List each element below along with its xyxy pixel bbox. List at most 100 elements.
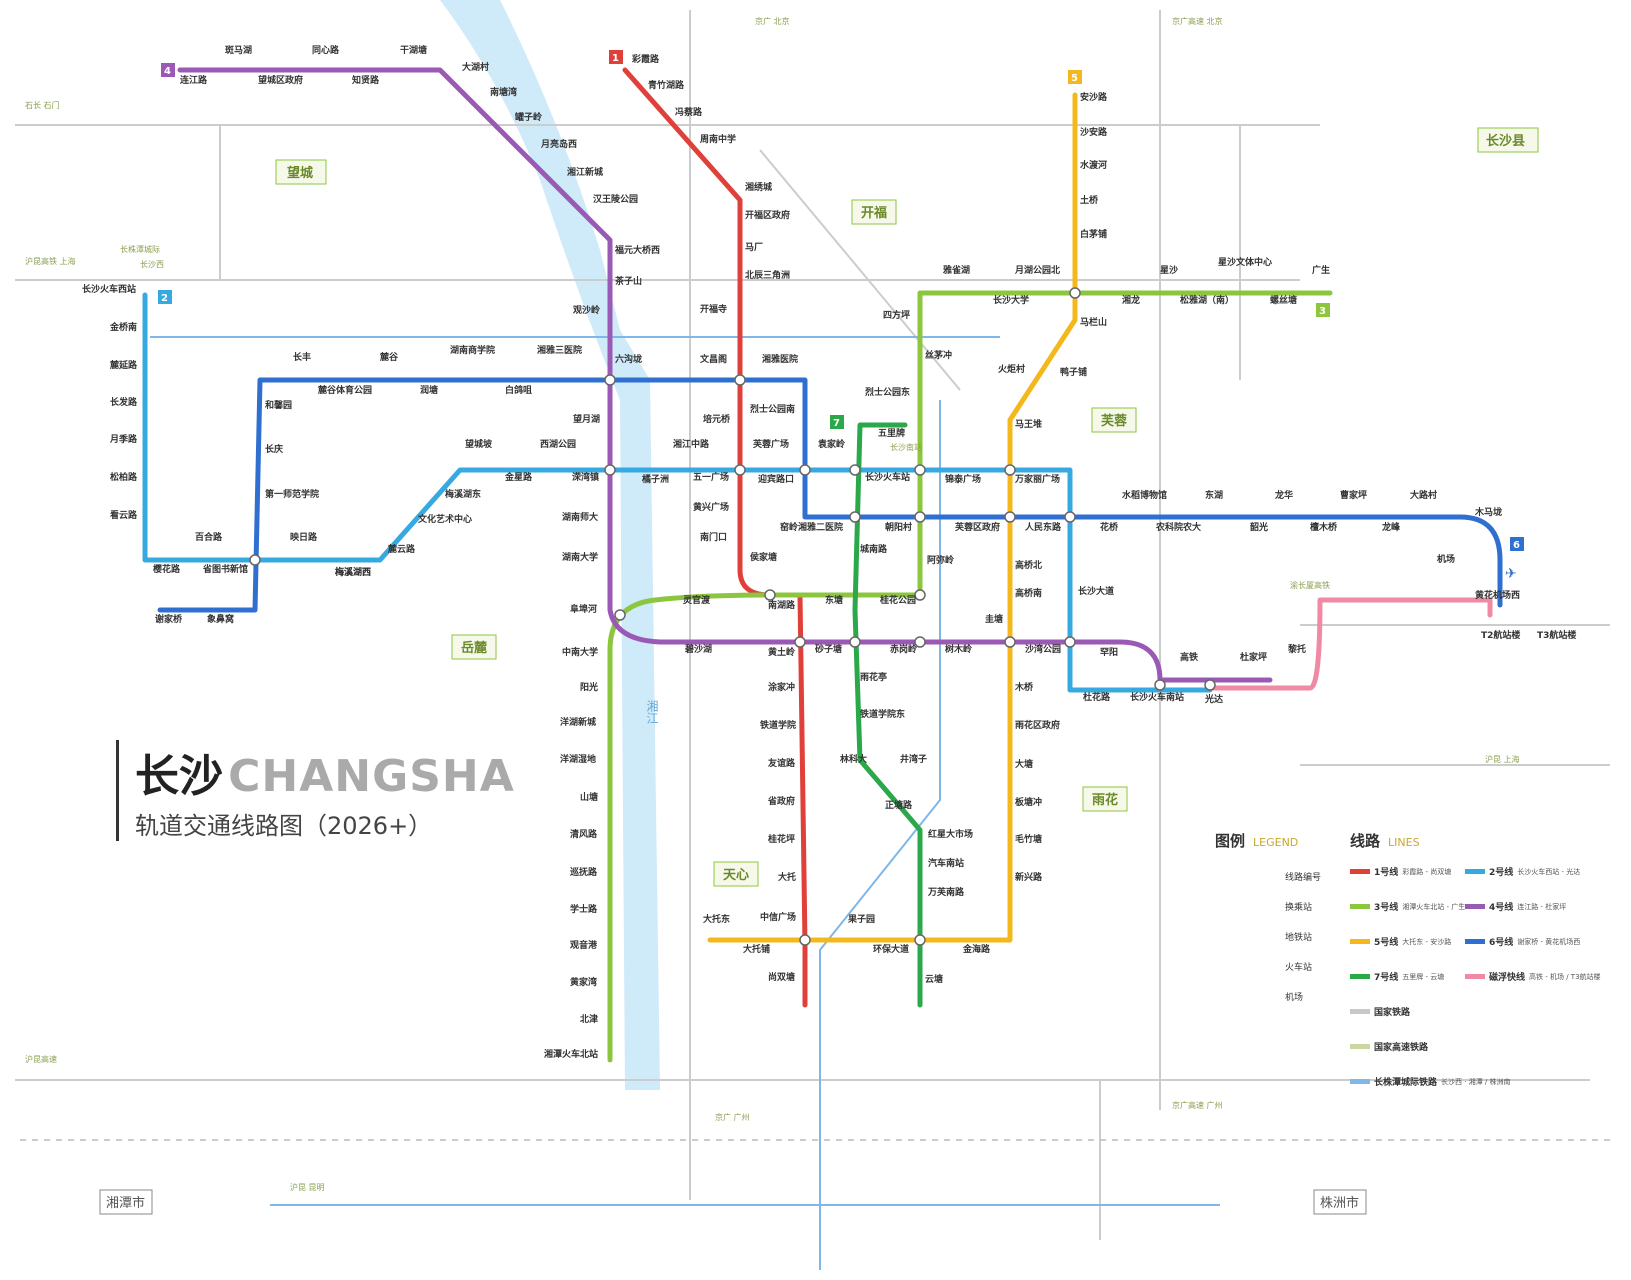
legend-line-name: 长株潭城际铁路 — [1374, 1078, 1438, 1088]
station-label: 看云路 — [110, 509, 138, 521]
station-label: 星沙 — [1160, 265, 1178, 276]
station-label: 青竹湖路 — [648, 79, 685, 91]
line-7-badge — [830, 415, 844, 429]
legend-line-desc: 湘潭火车北站 - 广生 — [1402, 902, 1466, 911]
rail-label: 沪昆 上海 — [1485, 754, 1520, 764]
station-label: 广生 — [1312, 264, 1330, 276]
station-label: 长丰 — [293, 351, 311, 363]
legend-line-desc: 大托东 - 安沙路 — [1402, 937, 1452, 946]
station-label: 窑岭湘雅二医院 — [780, 521, 843, 533]
line-5-badge — [1068, 70, 1082, 84]
station-label: 树木岭 — [945, 643, 972, 655]
station-label: 文化艺术中心 — [417, 513, 472, 525]
station-label: 杜花路 — [1083, 691, 1111, 703]
station-label: 中南大学 — [562, 646, 598, 658]
station-label: T3航站楼 — [1537, 629, 1576, 641]
line-1-badge — [609, 50, 623, 64]
rail-label: 长沙西 — [140, 259, 164, 269]
station-label: 斑马湖 — [225, 44, 252, 56]
station-label: 开福区政府 — [745, 209, 790, 221]
station-label: 樱花路 — [152, 563, 181, 575]
station-label: 大塘 — [1015, 758, 1033, 770]
station-label: 井湾子 — [900, 753, 927, 765]
station-label: 烈士公园东 — [865, 386, 910, 398]
station-label: 观音港 — [570, 939, 598, 951]
station-label: 橘子洲 — [641, 473, 669, 485]
station-label: 马栏山 — [1080, 316, 1107, 328]
station-label: 月季路 — [109, 433, 138, 445]
legend-line-name: 磁浮快线 — [1489, 973, 1526, 983]
station-label: 袁家岭 — [817, 438, 845, 450]
rail-label: 长沙南站 — [890, 442, 922, 452]
station-label: T2航站楼 — [1481, 629, 1520, 641]
station-label: 大托铺 — [743, 943, 770, 955]
legend-item: 火车站 — [1285, 963, 1313, 973]
station-label: 长沙火车西站 — [82, 283, 136, 295]
station-label: 金桥南 — [109, 321, 137, 333]
station-label: 罐子岭 — [514, 111, 542, 123]
station-label: 干湖塘 — [400, 44, 427, 56]
district-yuhua: 雨花 — [1092, 792, 1118, 808]
station-label: 西湖公园 — [540, 438, 576, 450]
legend-line-name: 5号线 — [1374, 938, 1399, 948]
legend-line-name: 1号线 — [1374, 868, 1399, 878]
station-label: 月湖公园北 — [1014, 264, 1060, 276]
station-label: 雨花区政府 — [1015, 719, 1060, 731]
station-label: 环保大道 — [873, 943, 909, 955]
station-label: 红星大市场 — [928, 828, 973, 840]
intercity-line — [150, 336, 1220, 1270]
station-label: 鸭子铺 — [1060, 366, 1087, 378]
station-label: 韶光 — [1250, 521, 1268, 533]
station-label: 果子园 — [847, 914, 875, 925]
district-wangcheng: 望城 — [287, 165, 313, 181]
station-label: 洋湖新城 — [560, 716, 596, 728]
station-label: 黎托 — [1287, 643, 1306, 655]
station-label: 梅溪湖西 — [335, 566, 371, 578]
station-label: 锦泰广场 — [945, 473, 981, 485]
station-label: 四方坪 — [883, 309, 910, 321]
station-label: 雨花亭 — [860, 671, 887, 683]
station-label: 白鸽咀 — [505, 384, 532, 396]
station-label: 木桥 — [1014, 681, 1034, 693]
station-label: 桂花公园 — [879, 594, 916, 606]
station-label: 水稻博物馆 — [1122, 489, 1167, 501]
station-label: 北津 — [580, 1013, 598, 1025]
line-5-path — [707, 92, 1078, 943]
rail-lines — [15, 10, 1610, 1240]
station-label: 高桥北 — [1015, 559, 1042, 571]
station-label: 马王堆 — [1015, 418, 1042, 430]
station-label: 雅雀湖 — [942, 264, 970, 276]
river-label: 湘江 — [645, 699, 659, 724]
legend-swatch — [1350, 939, 1370, 944]
station-label: 长庆 — [265, 443, 283, 455]
legend-swatch — [1465, 974, 1485, 979]
city-labels: 湘潭市 株洲市 — [99, 1189, 1367, 1215]
legend-line-name: 7号线 — [1374, 973, 1399, 983]
legend-swatch — [1350, 869, 1370, 874]
station-label: 五一广场 — [693, 471, 729, 483]
line-2-badge — [158, 290, 172, 304]
station-label: 沙安路 — [1080, 126, 1108, 138]
line-3-badge — [1316, 303, 1330, 317]
station-label: 迎宾路口 — [758, 473, 794, 485]
station-label: 周南中学 — [700, 133, 736, 145]
rail-label: 京广高速 广州 — [1172, 1100, 1223, 1110]
station-label: 湖南师大 — [562, 511, 598, 523]
legend-line-name: 3号线 — [1374, 903, 1399, 913]
rail-label: 沪昆高速 — [25, 1054, 57, 1064]
station-label: 汉王陵公园 — [593, 193, 638, 205]
station-label: 梅溪湖东 — [445, 488, 481, 500]
legend-swatch — [1350, 904, 1370, 909]
station-label: 象鼻窝 — [207, 613, 234, 625]
station-label: 芙蓉区政府 — [954, 521, 1000, 533]
line-4-path — [177, 67, 1273, 683]
station-label: 巡抚路 — [570, 866, 598, 878]
station-label: 长沙大学 — [993, 294, 1029, 306]
station-label: 黄兴广场 — [693, 501, 729, 513]
legend-line-name: 6号线 — [1489, 938, 1514, 948]
maglev-path — [1207, 597, 1493, 691]
station-label: 湘龙 — [1122, 294, 1140, 306]
station-label: 长发路 — [110, 396, 138, 408]
legend-line-desc: 彩霞路 - 尚双塘 — [1402, 867, 1452, 876]
